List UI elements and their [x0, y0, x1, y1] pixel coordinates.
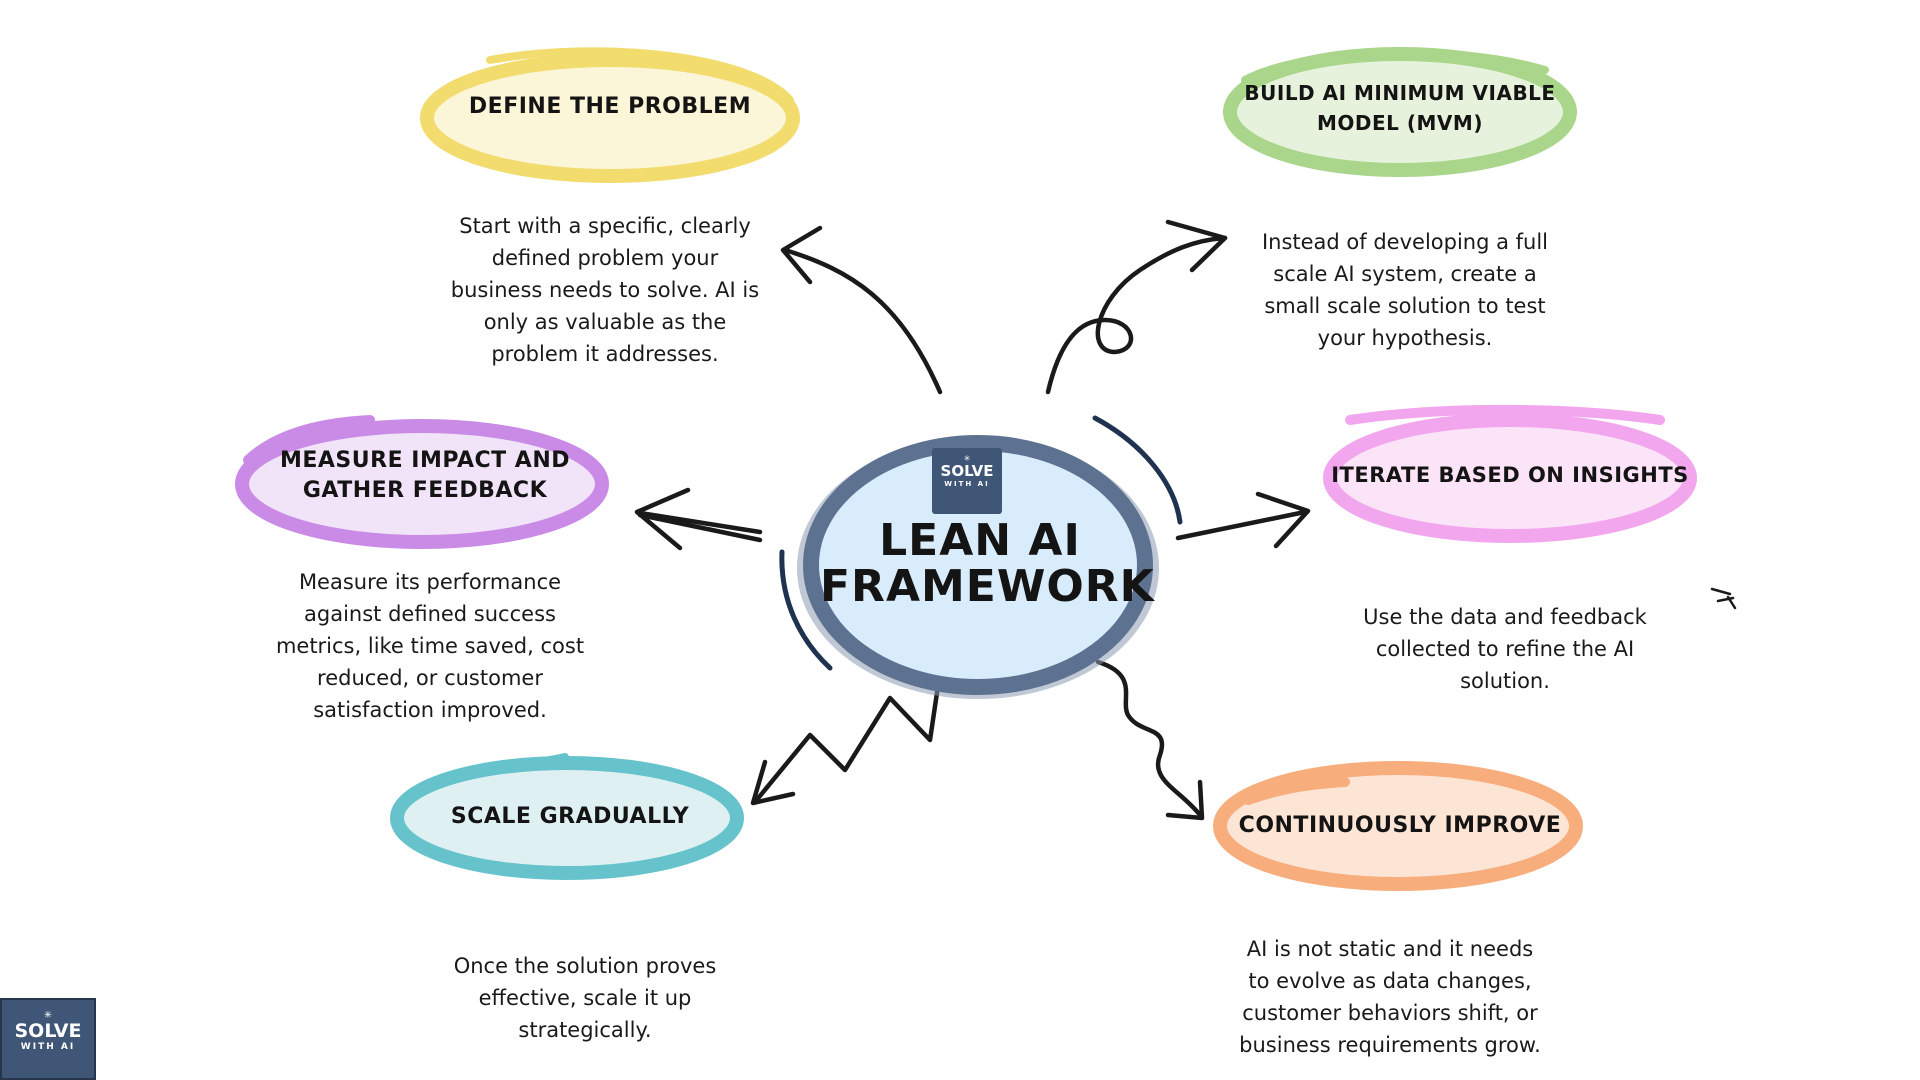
center-node — [779, 415, 1183, 699]
arrow-to-build — [1045, 235, 1228, 395]
arrow-to-improve-head — [1165, 779, 1205, 821]
center-title-line2: FRAMEWORK — [820, 561, 1155, 612]
logo-star-icon: ✳ — [963, 454, 971, 463]
arrow-to-improve — [1095, 659, 1203, 818]
center-logo-line2: WITH AI — [944, 480, 990, 488]
center-logo: ✳ SOLVE WITH AI — [932, 448, 1002, 514]
define-ellipse-stroke2 — [486, 47, 794, 104]
define-ellipse — [420, 53, 800, 183]
node-desc-improve: AI is not static and it needs to evolve … — [1239, 937, 1541, 1057]
footer-logo-line1: SOLVE — [14, 1020, 82, 1042]
center-title: LEAN AI FRAMEWORK — [820, 515, 1155, 612]
arrow-to-measure-b — [637, 512, 763, 543]
node-title-define: DEFINE THE PROBLEM — [468, 94, 752, 119]
footer-logo: ✳ SOLVE WITH AI — [0, 998, 96, 1080]
arrow-to-scale — [752, 683, 941, 805]
node-title-scale: SCALE GRADUALLY — [450, 804, 690, 829]
node-title-build: BUILD AI MINIMUM VIABLE MODEL (MVM) — [1244, 81, 1556, 135]
arrow-to-iterate — [1175, 509, 1308, 541]
arrow-to-scale-head — [750, 759, 796, 806]
improve-ellipse — [1213, 761, 1583, 891]
iterate-ellipse — [1323, 413, 1697, 543]
scale-ellipse-stroke2 — [416, 753, 569, 794]
improve-ellipse-stroke2 — [1243, 777, 1350, 805]
node-desc-scale: Once the solution proves effective, scal… — [453, 954, 717, 1042]
arrow-to-iterate-head — [1255, 491, 1311, 549]
iterate-ellipse-stroke2 — [1345, 404, 1665, 425]
node-desc-build: Instead of developing a full scale AI sy… — [1261, 230, 1549, 350]
node-title-iterate: ITERATE BASED ON INSIGHTS — [1331, 463, 1689, 487]
arrow-to-define — [782, 247, 943, 395]
node-title-improve: CONTINUOUSLY IMPROVE — [1238, 813, 1562, 838]
center-accent-top — [1092, 415, 1183, 525]
center-ellipse — [803, 435, 1153, 695]
arrow-to-build-head — [1165, 219, 1228, 273]
center-accent-left — [779, 549, 833, 671]
node-title-measure: MEASURE IMPACT AND GATHER FEEDBACK — [279, 448, 570, 503]
build-ellipse-stroke2 — [1241, 48, 1549, 84]
footer-logo-star-icon: ✳ — [43, 1010, 53, 1021]
node-desc-measure: Measure its performance against defined … — [275, 570, 585, 722]
arrow-to-measure — [637, 510, 763, 535]
measure-ellipse — [235, 419, 609, 549]
arrow-to-define-head — [780, 225, 823, 285]
arrow-to-measure-head — [634, 487, 691, 551]
decor-mark — [1710, 587, 1737, 610]
node-desc-define: Start with a specific, clearly defined p… — [450, 214, 760, 366]
center-title-line1: LEAN AI — [879, 515, 1081, 566]
node-ellipses — [235, 47, 1697, 891]
footer-logo-line2: WITH AI — [20, 1042, 76, 1052]
arrows — [634, 219, 1737, 821]
measure-ellipse-stroke2 — [243, 415, 375, 465]
scale-ellipse — [390, 756, 744, 880]
node-desc-iterate: Use the data and feedback collected to r… — [1363, 605, 1647, 693]
center-logo-line1: SOLVE — [940, 462, 994, 480]
